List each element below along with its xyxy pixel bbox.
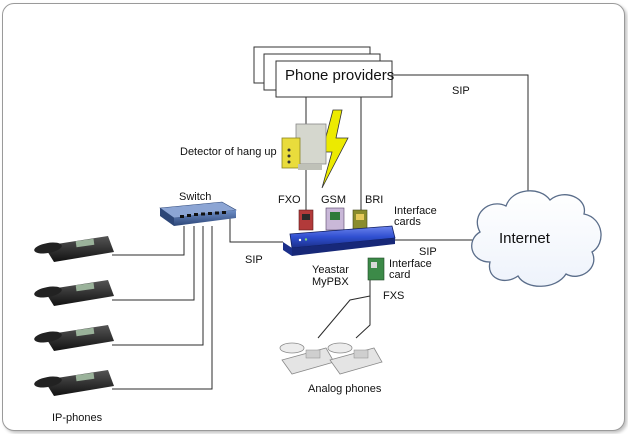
internet-cloud-icon xyxy=(471,190,602,287)
switch-device-icon xyxy=(159,201,237,226)
gsm-label: GSM xyxy=(321,194,347,206)
internet-label: Internet xyxy=(499,230,550,247)
ip-phone-4-icon xyxy=(34,370,114,396)
fxs-card-icon xyxy=(367,257,385,281)
fxo-card-icon xyxy=(298,209,314,231)
fxs-label: FXS xyxy=(383,290,405,302)
analog-phones-label: Analog phones xyxy=(308,383,382,395)
connection-lines xyxy=(112,74,529,390)
link-switch-ipphone-3 xyxy=(112,226,204,346)
link-switch-pbx xyxy=(229,218,283,243)
sip-link-providers-internet xyxy=(392,74,529,195)
link-pbx-fxs xyxy=(355,280,371,339)
switch-label: Switch xyxy=(179,191,212,203)
fxo-label: FXO xyxy=(278,194,301,206)
ip-phones-label: IP-phones xyxy=(52,412,103,424)
interface-cards-label-line2: cards xyxy=(394,216,421,228)
sip-label-top: SIP xyxy=(452,85,470,97)
ip-phone-1-icon xyxy=(34,236,114,262)
pbx-device-icon xyxy=(283,225,396,256)
ip-phone-3-icon xyxy=(34,325,114,351)
interface-card-label-line2: card xyxy=(389,269,411,281)
link-switch-ipphone-1 xyxy=(112,226,185,256)
pbx-label-line2: MyPBX xyxy=(312,276,349,288)
detector-label: Detector of hang up xyxy=(180,146,277,158)
link-switch-ipphone-4 xyxy=(112,226,213,390)
phone-providers-label: Phone providers xyxy=(285,67,395,84)
interface-card-label-line1: Interface xyxy=(389,258,432,270)
analog-phone-1-icon xyxy=(279,342,335,375)
sip-label-right: SIP xyxy=(419,246,437,258)
sip-label-left: SIP xyxy=(245,254,263,266)
link-switch-ipphone-2 xyxy=(112,226,195,301)
detector-device-icon xyxy=(281,123,327,170)
bri-card-icon xyxy=(352,209,368,231)
interface-cards-label-line1: Interface xyxy=(394,205,437,217)
bri-label: BRI xyxy=(365,194,384,206)
pbx-label-line1: Yeastar xyxy=(312,264,349,276)
ip-phone-2-icon xyxy=(34,280,114,306)
analog-phone-2-icon xyxy=(327,342,383,375)
gsm-card-icon xyxy=(325,207,345,231)
phone-providers-stack xyxy=(253,46,393,98)
link-fxs-phone1 xyxy=(317,295,371,339)
